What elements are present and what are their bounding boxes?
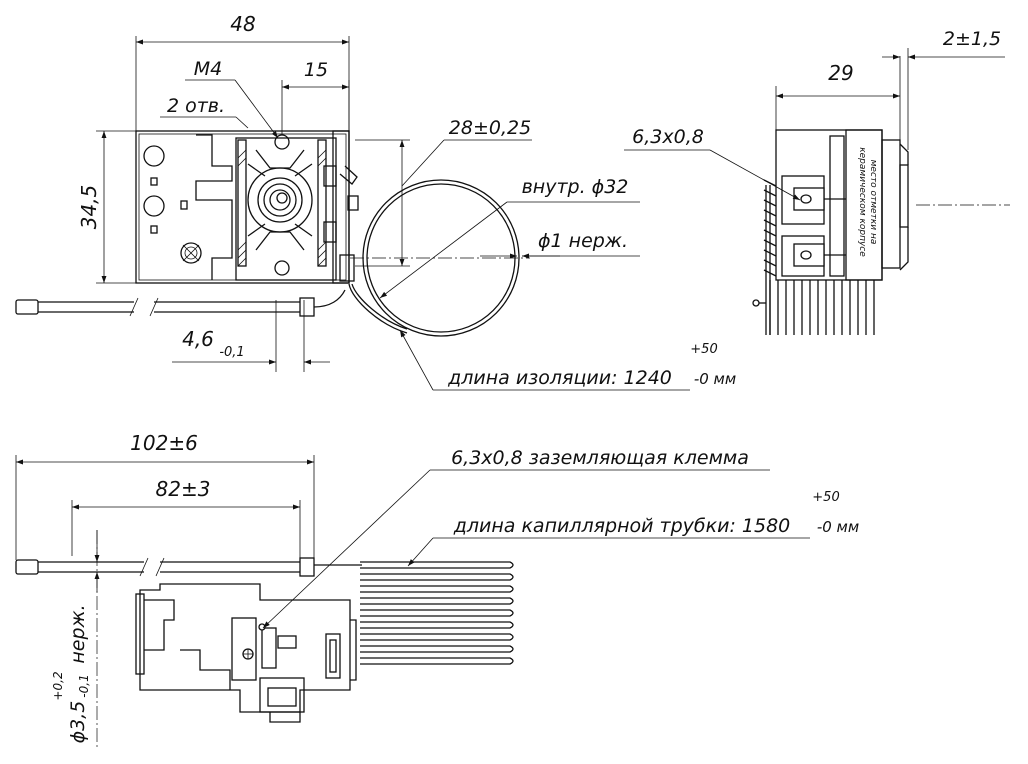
dim-height-label: 34,5: [77, 185, 101, 230]
dim-tube-label: 82±3: [156, 477, 211, 501]
insulation-tol-lower: -0 мм: [694, 370, 736, 388]
capillary-tol-lower: -0 мм: [817, 518, 859, 536]
ground-terminal-label: 6,3x0,8 заземляющая клемма: [451, 447, 749, 469]
marking-line2: керамическом корпусе: [857, 147, 867, 257]
inner-diameter-label: внутр. ϕ32: [522, 176, 629, 198]
capillary-tol-upper: +50: [812, 490, 839, 505]
dim-total-label: 102±6: [130, 431, 198, 455]
bottom-view: 102±6 82±3 6,3x0,8 заземляющая клемма дл…: [15, 431, 859, 750]
insulation-tol-upper: +50: [690, 342, 717, 357]
thread-label: M4: [194, 58, 222, 80]
capillary-length-label: длина капиллярной трубки: 1580: [453, 515, 791, 537]
dim-15-label: 15: [304, 59, 328, 81]
tube-material-label: нерж.: [67, 604, 89, 663]
dim-tube-offset-label: 4,6: [182, 327, 214, 351]
tube-diameter-label: ϕ3,5: [67, 701, 89, 744]
dim-2-label: 2±1,5: [943, 28, 1001, 50]
top-view: 48 M4 2 отв. 15 34,5 4,6 -0,1 28±0,25 вн…: [15, 12, 736, 391]
tube-tol-lower: -0,1: [77, 674, 91, 697]
insulation-length-label: длина изоляции: 1240: [447, 367, 672, 389]
marking-line1: место отметки на: [868, 160, 878, 245]
coil-lines: [763, 179, 875, 335]
capillary-coil: [360, 561, 514, 665]
wire-label: ϕ1 нерж.: [538, 230, 628, 252]
dim-tube-offset-tol: -0,1: [219, 345, 244, 360]
holes-count-label: 2 отв.: [167, 95, 225, 117]
tube-tol-upper: +0,2: [51, 671, 65, 700]
dim-width-label: 48: [230, 12, 255, 36]
side-view: 29 2±1,5 6,3x0,8 место отметки на керами…: [624, 28, 1010, 335]
dim-29-label: 29: [828, 61, 853, 85]
terminal-label: 6,3x0,8: [632, 126, 704, 148]
coil-diameter-label: 28±0,25: [449, 117, 531, 139]
